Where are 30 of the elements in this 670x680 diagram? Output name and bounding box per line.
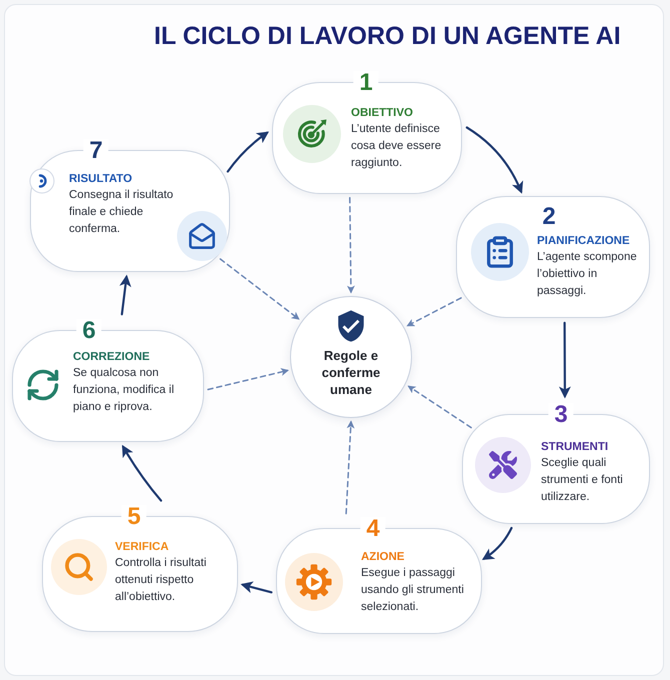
step-description: Controlla i risultati ottenuti rispetto all’obiettivo.	[115, 556, 208, 605]
center-label: Regole e conferme umane	[320, 347, 382, 398]
arrow	[122, 444, 162, 502]
step-title: OBIETTIVO	[351, 106, 414, 121]
dashed-arrow	[345, 420, 355, 514]
step-description: L’agente scompone l’obiettivo in passaggi.	[537, 250, 638, 299]
diagram-title: IL CICLO DI LAVORO DI UN AGENTE AI	[154, 21, 621, 52]
step-title: PIANIFICAZIONE	[537, 234, 631, 249]
step-description: Consegna il risultato finale e chiede conferma.	[69, 188, 174, 237]
arrow	[558, 322, 571, 398]
step-title: STRUMENTI	[541, 440, 610, 455]
arrow	[119, 274, 132, 316]
arrow	[482, 526, 513, 560]
dashed-arrow	[408, 386, 472, 428]
step-title: VERIFICA	[115, 540, 170, 555]
arrow	[226, 131, 269, 173]
step-description: Esegue i passaggi usando gli strumenti selezionati.	[361, 566, 465, 615]
step-title: AZIONE	[361, 550, 406, 565]
step-description: Sceglie quali strumenti e fonti utilizzare.	[541, 456, 624, 505]
dashed-arrow	[346, 197, 355, 294]
step-description: L’utente definisce cosa deve essere raggiunto.	[351, 122, 442, 171]
arrow	[240, 581, 272, 594]
step-card	[456, 196, 650, 318]
dashed-arrow	[207, 368, 289, 390]
arrow	[466, 126, 523, 194]
dashed-arrow	[220, 258, 300, 320]
step-title: CORREZIONE	[73, 350, 151, 365]
step-description: Se qualcosa non funziona, modifica il piano e riprova.	[73, 366, 175, 415]
step-title: RISULTATO	[69, 172, 134, 187]
dashed-arrow	[406, 297, 462, 326]
